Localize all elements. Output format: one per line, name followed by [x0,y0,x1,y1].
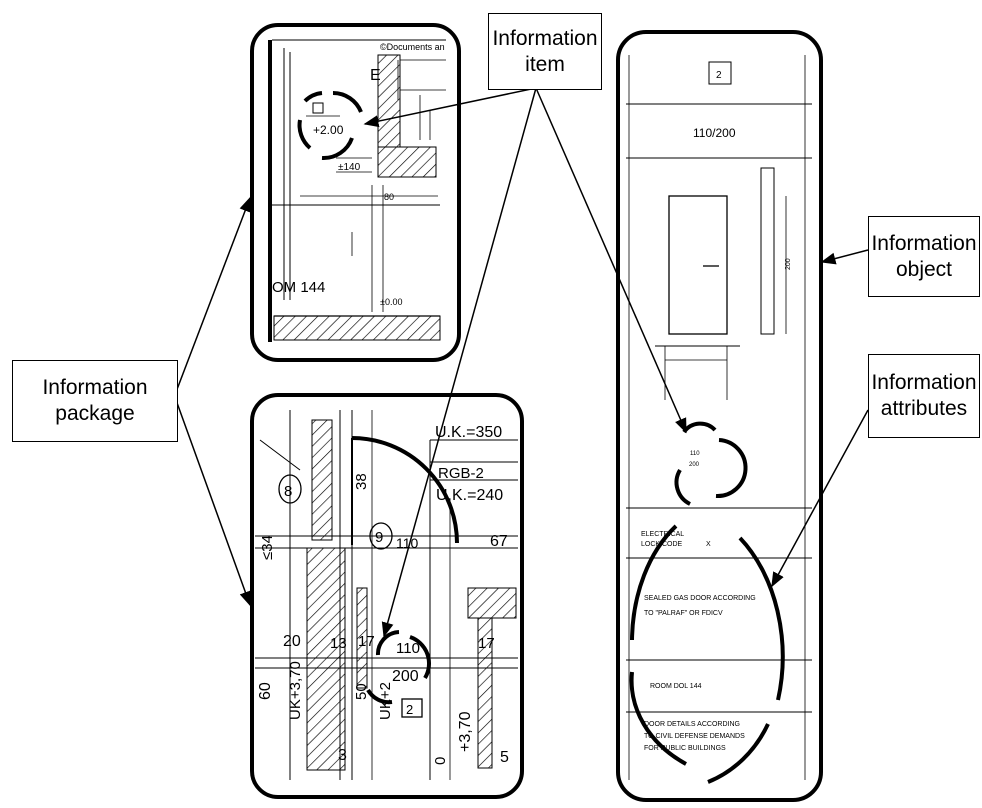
dim-20: 20 [283,633,301,650]
information-item-label: Information item [488,13,602,90]
dim-17b: 17 [478,635,495,652]
door-details-line-1: DOOR DETAILS ACCORDING [644,721,740,728]
door-details-line-2: TO CIVIL DEFENSE DEMANDS [644,733,745,740]
dim-0: 0 [432,757,449,765]
door-110: 110 [396,640,420,657]
dim-label-c: ±0.00 [380,297,402,307]
rgb-label: RGB-2 [438,465,484,482]
copyright-note: ©Documents an [380,42,445,52]
information-attributes-label: Information attributes [868,354,980,438]
dim-label-b: 80 [384,192,394,202]
uk-240-label: U.K.=240 [436,487,503,504]
dim-60: 60 [257,682,274,700]
arrow-package-bottom [176,400,250,605]
dim-110: 110 [396,535,419,551]
section-marker: E [370,67,381,84]
dim-13: 13 [330,635,347,652]
panel-right: 2 110/200 200 110 200 ELECTRICAL LOCK/CO… [618,32,821,800]
panel-top-left: ©Documents an E +2.00 ±140 80 ±0.00 OM 1… [252,25,459,360]
room-label: OM 144 [272,279,325,296]
item-110: 110 [690,451,700,457]
information-object-label: Information object [868,216,980,297]
dim-label-a: ±140 [338,162,361,173]
box-2: 2 [406,702,413,717]
dim-50: 50 [353,683,370,700]
dim-38: 38 [353,473,370,490]
marker-8: 8 [284,483,292,500]
dim-5: 5 [500,749,509,766]
item-value-label: +2.00 [313,123,344,137]
door-type-number: 2 [716,70,722,81]
vertical-label: ≤34 [259,535,276,560]
level-370: +3,70 [457,711,474,752]
electrical-value: X [706,541,711,548]
information-package-label: Information package [12,360,178,442]
panel-bottom-left: U.K.=350 RGB-2 U.K.=240 8 9 110 67 20 13… [252,395,522,797]
electrical-line-1: ELECTRICAL [641,531,684,538]
dim-17: 17 [358,633,375,650]
dim-3: 3 [338,747,347,764]
arrow-object [822,250,868,262]
sealed-line-1: SEALED GAS DOOR ACCORDING [644,595,756,602]
arrow-package-top [176,198,250,392]
marker-9: 9 [375,529,383,546]
dim-67: 67 [490,533,508,550]
sealed-line-2: TO "PALRAF" OR FDICV [644,610,723,617]
uk-350-label: U.K.=350 [435,424,502,441]
door-details-line-3: FOR PUBLIC BUILDINGS [644,745,726,752]
uk-mid-label: UK+2 [377,682,394,720]
door-size: 110/200 [693,126,736,140]
door-200: 200 [392,668,419,685]
room-designation: ROOM DOL 144 [650,683,702,690]
uk-left-label: UK+3,70 [287,661,304,720]
door-height-dim: 200 [785,258,792,270]
item-200: 200 [689,462,700,468]
